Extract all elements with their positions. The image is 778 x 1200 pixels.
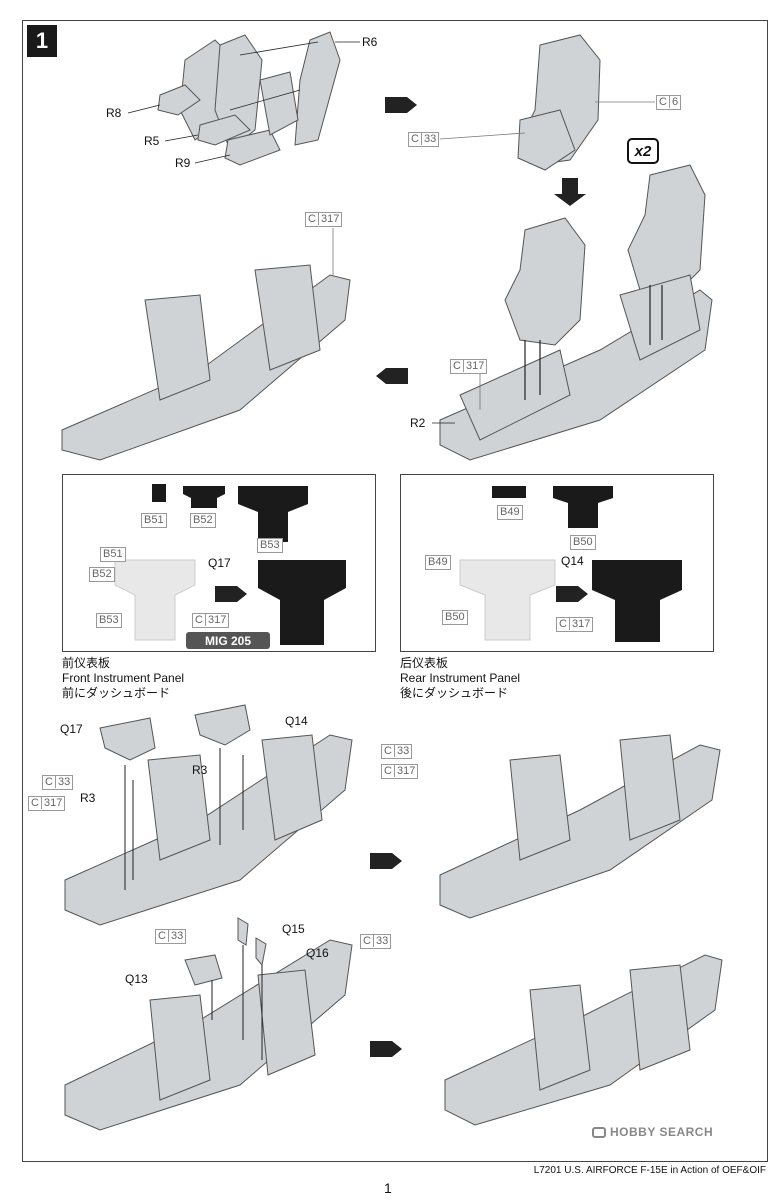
part-number: 33 bbox=[57, 776, 71, 788]
caption-jp: 後にダッシュボード bbox=[400, 686, 509, 700]
tub-final bbox=[444, 954, 723, 1126]
callout-r3-lower: R3 bbox=[80, 791, 96, 805]
caption-en: Front Instrument Panel bbox=[62, 671, 185, 685]
part-number: 6 bbox=[671, 96, 679, 108]
part-prefix: C bbox=[453, 360, 464, 372]
part-number: 317 bbox=[571, 618, 591, 630]
camera-icon bbox=[592, 1126, 606, 1138]
part-prefix: C bbox=[659, 96, 670, 108]
part-number: 317 bbox=[396, 765, 416, 777]
step-number-badge: 1 bbox=[27, 25, 57, 57]
tub-panel-install bbox=[64, 704, 353, 926]
part-b51: B51 bbox=[141, 513, 167, 528]
cockpit-tub-left bbox=[61, 264, 351, 461]
watermark: HOBBY SEARCH bbox=[592, 1125, 713, 1139]
watermark-text: HOBBY SEARCH bbox=[610, 1125, 714, 1139]
rear-panel-parts bbox=[459, 486, 682, 642]
part-prefix: C bbox=[158, 930, 169, 942]
seat-part-leaders bbox=[127, 41, 360, 164]
callout-q17-box: Q17 bbox=[208, 556, 231, 570]
part-number: 317 bbox=[320, 213, 340, 225]
part-number: 33 bbox=[423, 133, 437, 145]
callout-r8: R8 bbox=[106, 106, 122, 120]
callout-r6: R6 bbox=[362, 35, 378, 49]
rear-panel-caption: 后仪表板 Rear Instrument Panel 後にダッシュボード bbox=[400, 656, 520, 701]
callout-q14-box: Q14 bbox=[561, 554, 584, 568]
callout-r3-upper: R3 bbox=[192, 763, 208, 777]
part-number: 317 bbox=[207, 614, 227, 626]
footer-product-code: L7201 U.S. AIRFORCE F-15E in Action of O… bbox=[533, 1165, 766, 1176]
front-panel-box bbox=[62, 474, 376, 652]
quantity-x2-badge: x2 bbox=[627, 138, 659, 164]
callout-q15: Q15 bbox=[282, 922, 305, 936]
page-number: 1 bbox=[384, 1180, 392, 1196]
ghost-b49: B49 bbox=[425, 555, 451, 570]
part-prefix: C bbox=[411, 133, 422, 145]
instruction-frame bbox=[22, 20, 768, 1162]
rear-panel-box bbox=[400, 474, 714, 652]
part-b52: B52 bbox=[190, 513, 216, 528]
callout-r5: R5 bbox=[144, 134, 160, 148]
caption-cn: 前仪表板 bbox=[62, 656, 111, 670]
placement-arrows bbox=[524, 285, 663, 400]
ghost-b51: B51 bbox=[100, 547, 126, 562]
part-prefix: C bbox=[384, 745, 395, 757]
part-prefix: C bbox=[384, 765, 395, 777]
part-prefix: C bbox=[45, 776, 56, 788]
part-prefix: C bbox=[31, 797, 42, 809]
callout-q13: Q13 bbox=[125, 972, 148, 986]
part-prefix: C bbox=[308, 213, 319, 225]
cockpit-tub-right bbox=[439, 274, 713, 461]
seat-assembled bbox=[517, 34, 601, 171]
caption-jp: 前にダッシュボード bbox=[62, 686, 171, 700]
part-number: 33 bbox=[396, 745, 410, 757]
front-panel-parts bbox=[114, 484, 346, 645]
callout-q17: Q17 bbox=[60, 722, 83, 736]
ghost-b53: B53 bbox=[96, 613, 122, 628]
callout-q16: Q16 bbox=[306, 946, 329, 960]
front-panel-caption: 前仪表板 Front Instrument Panel 前にダッシュボード bbox=[62, 656, 184, 701]
part-b53: B53 bbox=[257, 538, 283, 553]
callout-q14: Q14 bbox=[285, 714, 308, 728]
part-prefix: C bbox=[559, 618, 570, 630]
seat-parts-exploded bbox=[157, 31, 341, 166]
ghost-b50: B50 bbox=[442, 610, 468, 625]
part-number: 33 bbox=[170, 930, 184, 942]
part-b49: B49 bbox=[497, 505, 523, 520]
seats-to-place bbox=[504, 164, 706, 346]
callout-r9: R9 bbox=[175, 156, 191, 170]
part-number: 317 bbox=[465, 360, 485, 372]
tub-panel-result bbox=[439, 734, 721, 919]
part-prefix: C bbox=[363, 935, 374, 947]
ghost-b52: B52 bbox=[89, 567, 115, 582]
part-b50: B50 bbox=[570, 535, 596, 550]
caption-en: Rear Instrument Panel bbox=[400, 671, 521, 685]
tub-q13-install bbox=[64, 917, 353, 1131]
caption-cn: 后仪表板 bbox=[400, 656, 449, 670]
part-number: 317 bbox=[43, 797, 63, 809]
mig-paint-badge: MIG 205 bbox=[186, 632, 270, 649]
callout-r2: R2 bbox=[410, 416, 426, 430]
panel-install-arrows bbox=[124, 748, 244, 890]
part-number: 33 bbox=[375, 935, 389, 947]
part-prefix: C bbox=[195, 614, 206, 626]
